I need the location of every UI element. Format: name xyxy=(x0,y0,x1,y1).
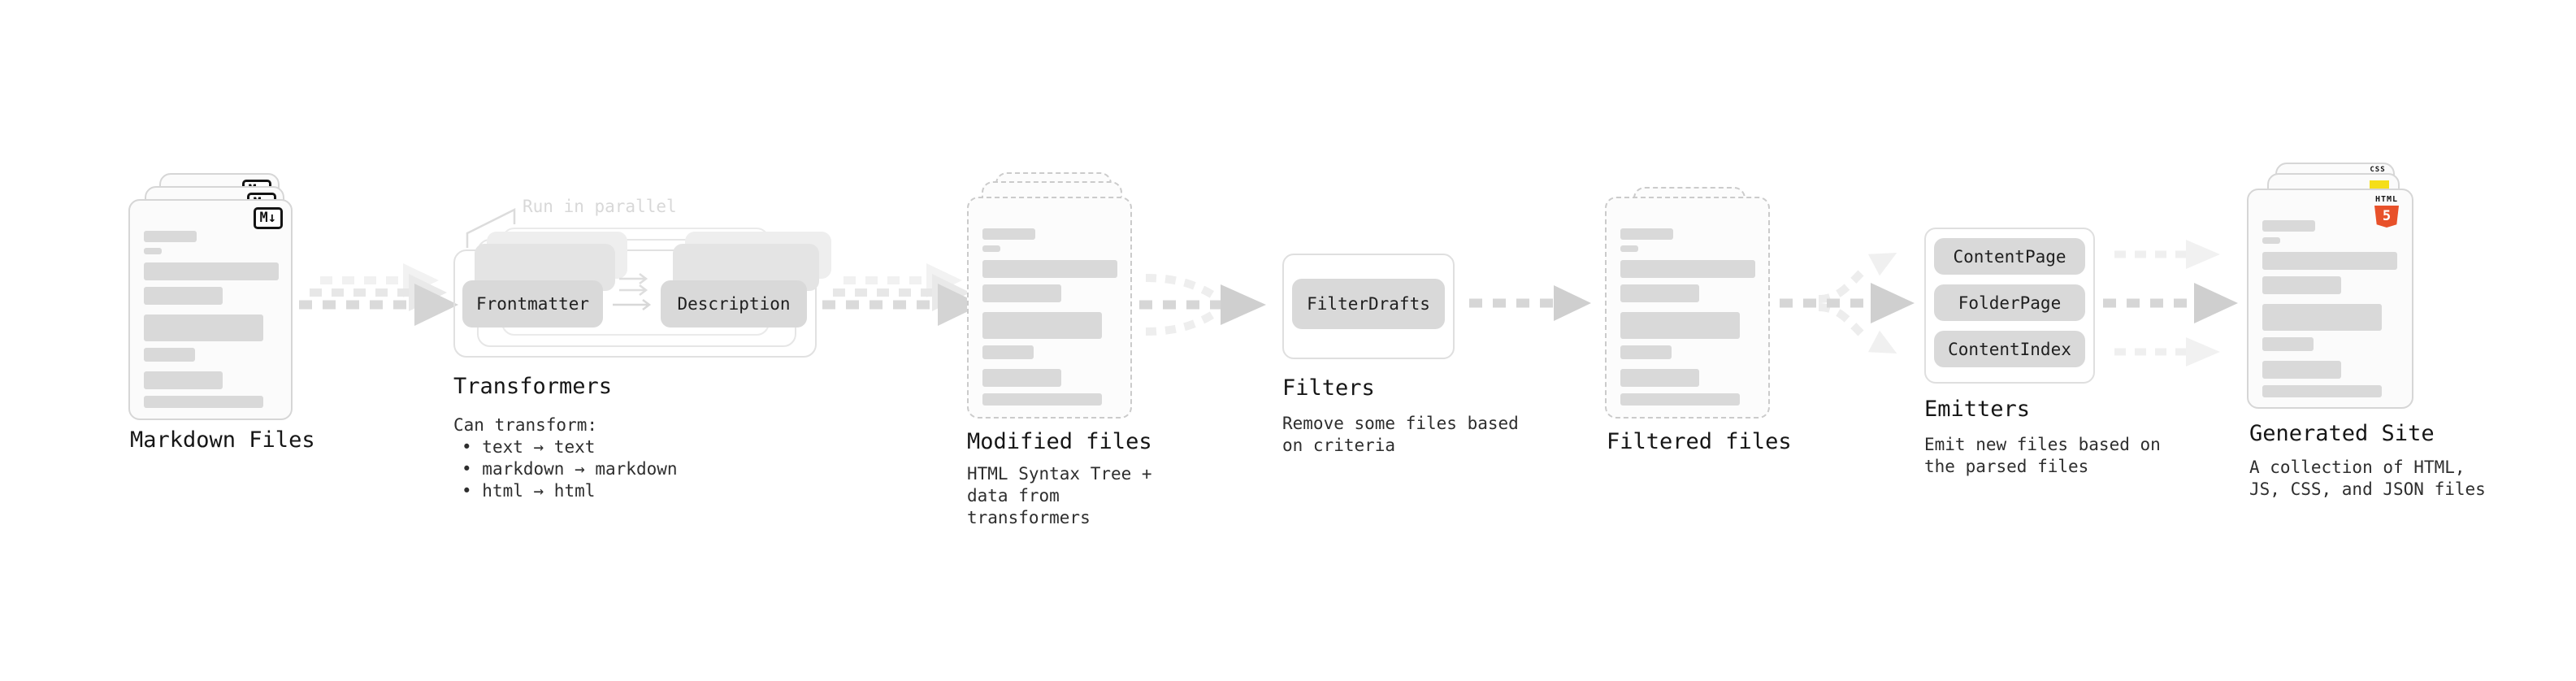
skeleton-bar xyxy=(2262,385,2382,397)
parallel-note: Run in parallel xyxy=(523,197,677,216)
skeleton-bar xyxy=(982,369,1061,387)
skeleton-bar xyxy=(982,284,1061,302)
node-modified-files: Modified files HTML Syntax Tree + data f… xyxy=(967,172,1178,527)
skeleton-bar xyxy=(982,245,1000,252)
node-transformers: Run in parallel Frontmatter Description … xyxy=(453,197,835,527)
skeleton-bar xyxy=(1620,245,1638,252)
skeleton-bar xyxy=(1620,284,1699,302)
node-description: HTML Syntax Tree + data from transformer… xyxy=(967,464,1152,527)
skeleton-bar xyxy=(144,262,279,280)
node-emitters: ContentPage FolderPage ContentIndex Emit… xyxy=(1924,228,2168,488)
transformer-pill-description: Description xyxy=(661,280,807,327)
node-filters: FilterDrafts Filters Remove some files b… xyxy=(1282,254,1526,481)
node-description: Can transform: text → text markdown → ma… xyxy=(453,414,678,502)
skeleton-bar xyxy=(2262,252,2397,270)
skeleton-bar xyxy=(144,396,263,408)
node-label: Markdown Files xyxy=(130,427,315,453)
node-label: Transformers xyxy=(453,374,613,399)
node-label: Emitters xyxy=(1924,397,2031,422)
skeleton-bar xyxy=(1620,260,1755,278)
transformer-frame xyxy=(453,249,817,358)
node-description: Emit new files based on the parsed files xyxy=(1924,435,2161,476)
skeleton-bar xyxy=(144,314,263,341)
skeleton-bar xyxy=(1620,228,1673,240)
filtered-file-card xyxy=(1605,197,1770,419)
skeleton-text xyxy=(130,201,291,408)
flow-arrow-icon xyxy=(1469,285,1591,321)
skeleton-text xyxy=(969,198,1130,406)
skeleton-bar xyxy=(982,260,1117,278)
skeleton-bar xyxy=(982,345,1034,359)
skeleton-bar xyxy=(2262,276,2341,294)
emitter-pill-contentindex: ContentIndex xyxy=(1934,331,2085,367)
skeleton-bar xyxy=(1620,312,1740,339)
parallel-arrows-icon xyxy=(2103,240,2238,367)
node-label: Generated Site xyxy=(2249,421,2435,446)
skeleton-bar xyxy=(2262,304,2382,331)
skeleton-bar xyxy=(144,348,195,362)
flow-arrow-icon xyxy=(822,263,982,326)
skeleton-bar xyxy=(2262,237,2280,244)
transform-list: text → text markdown → markdown html → h… xyxy=(453,436,678,502)
transform-item: html → html xyxy=(462,480,678,502)
markdown-file-card: M↓ xyxy=(128,199,293,420)
skeleton-bar xyxy=(144,248,162,254)
node-markdown-files: M↓ M↓ M↓ Markdown Files xyxy=(128,173,340,466)
merge-arrow-icon xyxy=(1139,274,1266,336)
flow-arrow-icon xyxy=(299,263,458,326)
transform-item: markdown → markdown xyxy=(462,458,677,480)
node-description: A collection of HTML, JS, CSS, and JSON … xyxy=(2249,458,2486,499)
emitter-pill-contentpage: ContentPage xyxy=(1934,238,2085,275)
node-generated-site: CSS HTML 5 Generated Site A xyxy=(2247,163,2491,504)
emitter-pill-folderpage: FolderPage xyxy=(1934,284,2085,321)
skeleton-bar xyxy=(2262,337,2314,351)
skeleton-bar xyxy=(2262,220,2315,232)
modified-file-card xyxy=(967,197,1132,419)
transformer-pill-frontmatter: Frontmatter xyxy=(462,280,603,327)
markdown-file-icon: M↓ xyxy=(253,207,283,229)
skeleton-bar xyxy=(144,371,223,389)
parallel-callout-line xyxy=(466,207,516,248)
filter-pill-filterdrafts: FilterDrafts xyxy=(1292,279,1445,329)
skeleton-text xyxy=(2249,190,2412,397)
skeleton-text xyxy=(1607,198,1768,406)
node-description: Remove some files based on criteria xyxy=(1282,414,1519,455)
fanout-arrow-icon xyxy=(1780,252,1915,354)
generated-file-card: HTML 5 xyxy=(2247,189,2413,409)
js-icon xyxy=(2370,180,2389,189)
skeleton-bar xyxy=(1620,345,1672,359)
node-label: Filtered files xyxy=(1607,429,1792,454)
skeleton-bar xyxy=(982,228,1035,240)
skeleton-bar xyxy=(1620,369,1699,387)
skeleton-bar xyxy=(144,231,197,242)
skeleton-bar xyxy=(982,393,1102,406)
desc-title: Can transform: xyxy=(453,415,598,435)
html5-icon: HTML 5 xyxy=(2368,196,2405,228)
skeleton-bar xyxy=(982,312,1102,339)
skeleton-bar xyxy=(2262,361,2341,379)
transform-item: text → text xyxy=(462,436,678,458)
pipe-arrows-icon xyxy=(613,273,652,310)
node-label: Filters xyxy=(1282,375,1375,401)
node-label: Modified files xyxy=(967,429,1152,454)
node-filtered-files: Filtered files xyxy=(1605,187,1816,463)
skeleton-bar xyxy=(144,287,223,305)
skeleton-bar xyxy=(1620,393,1740,406)
